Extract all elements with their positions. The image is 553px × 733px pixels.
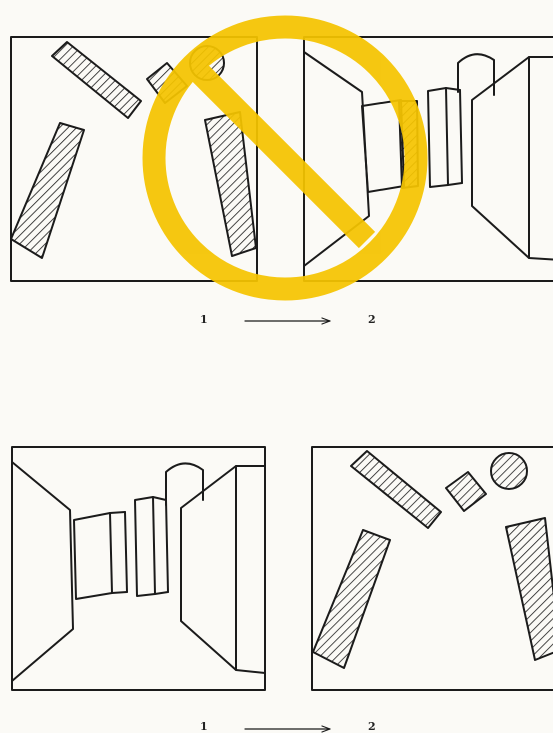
left-block-edge-3 bbox=[111, 591, 128, 594]
hatched-bar-right bbox=[505, 517, 553, 661]
middle-block-edge-3 bbox=[154, 591, 169, 595]
right-wall bbox=[471, 56, 553, 261]
left-wall bbox=[303, 51, 370, 267]
hatched-bar-top bbox=[350, 450, 442, 529]
hatched-bar-left bbox=[312, 529, 391, 669]
top-frame-1 bbox=[10, 36, 258, 282]
bottom-frame-1-label: 1 bbox=[200, 720, 208, 733]
prohibition-ring bbox=[142, 15, 428, 301]
hatched-square bbox=[445, 471, 487, 512]
frame-border bbox=[311, 446, 553, 691]
left-wall bbox=[11, 461, 74, 682]
top-frame-2 bbox=[303, 36, 553, 282]
bottom-frame-1 bbox=[11, 446, 266, 691]
right-wall bbox=[180, 465, 266, 674]
left-block-edge-2 bbox=[124, 511, 128, 593]
prohibition-slash bbox=[190, 63, 376, 249]
tall-cylinder bbox=[457, 53, 495, 96]
middle-block bbox=[134, 496, 156, 597]
frame-border bbox=[10, 36, 258, 282]
bottom-arrow bbox=[244, 725, 331, 733]
middle-block-edge bbox=[152, 496, 167, 501]
hatched-bar-left bbox=[10, 122, 85, 259]
hatched-bar-top bbox=[51, 41, 142, 119]
hatched-circle bbox=[490, 452, 528, 490]
frame-border bbox=[11, 446, 266, 691]
prohibition-sign bbox=[142, 15, 428, 301]
bottom-frame-2 bbox=[311, 446, 553, 691]
top-frame-2-label: 2 bbox=[368, 313, 376, 326]
left-block-edge bbox=[109, 511, 126, 514]
middle-block-edge-2 bbox=[447, 182, 463, 186]
middle-block-edge-2 bbox=[165, 499, 169, 593]
tall-cylinder bbox=[165, 462, 204, 506]
left-block bbox=[73, 512, 113, 600]
middle-block-edge-3 bbox=[459, 89, 463, 184]
top-arrow bbox=[244, 317, 331, 325]
middle-block bbox=[427, 87, 449, 188]
bottom-frame-2-label: 2 bbox=[368, 720, 376, 733]
top-frame-1-label: 1 bbox=[200, 313, 208, 326]
